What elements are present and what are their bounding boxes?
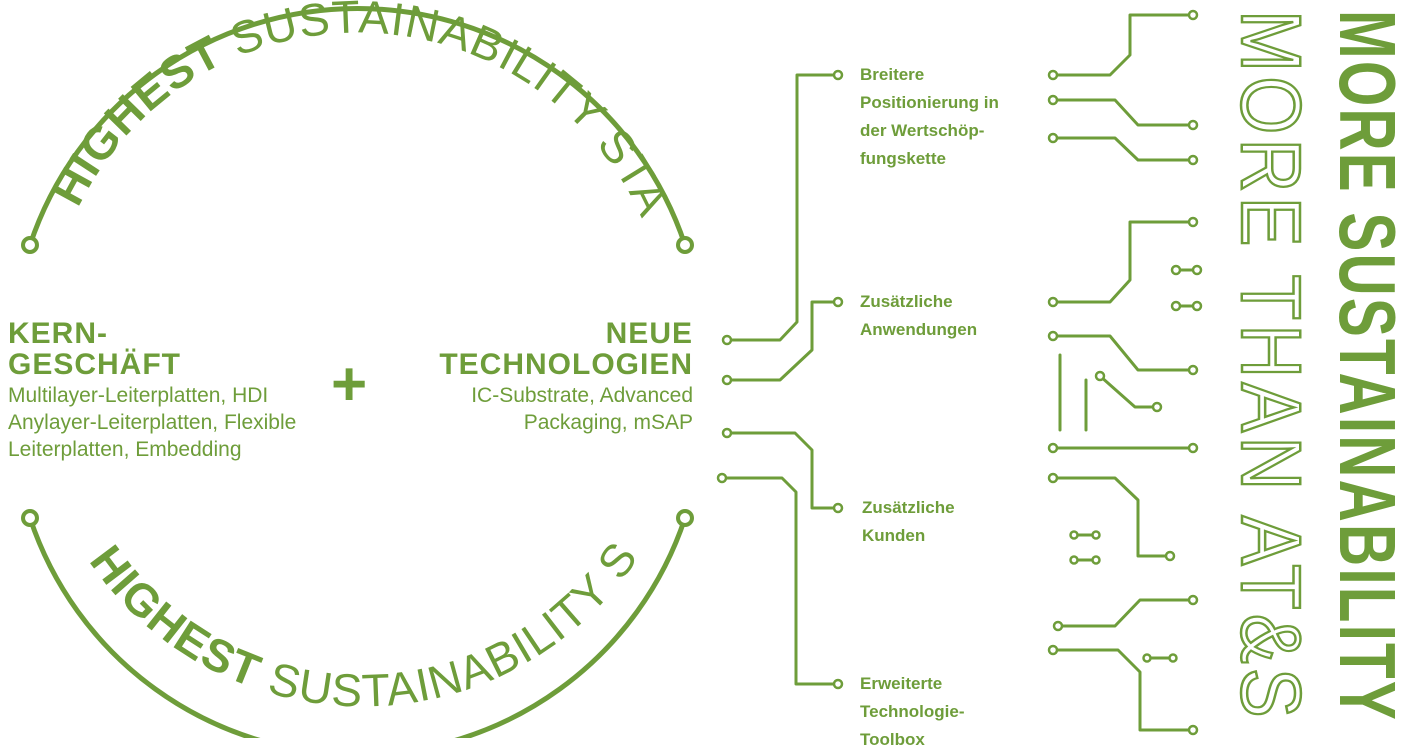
new-technologies-block: NEUE TECHNOLOGIEN IC-Substrate, Advanced… <box>380 318 693 436</box>
connector-node <box>832 296 844 308</box>
connector-node <box>721 334 733 346</box>
connector-node <box>832 678 844 690</box>
bottom-arc-line <box>27 517 688 754</box>
connector-node <box>832 502 844 514</box>
core-business-text-line3: Leiterplatten, Embedding <box>8 438 242 461</box>
core-business-text-line2: Anylayer-Leiterplatten, Flexible <box>8 411 297 434</box>
core-business-heading-line2: GESCHÄFT <box>8 348 181 381</box>
top-arc: HIGHEST SUSTAINABILITY STANDARDS <box>0 0 694 254</box>
bottom-arc-left-node <box>21 509 39 527</box>
top-arc-left-node <box>21 236 39 254</box>
core-business-text-line1: Multilayer-Leiterplatten, HDI <box>8 384 269 407</box>
branch-label-kunden: Zusätzliche Kunden <box>862 498 955 545</box>
connector-toolbox <box>720 476 840 686</box>
vertical-solid-title: MORE SUSTAINABILITY <box>1323 10 1412 722</box>
connector-breitere <box>725 73 840 342</box>
plus-icon: + <box>331 350 367 419</box>
vertical-outline-title: MORE THAN AT&S <box>1224 10 1318 722</box>
connector-anwendungen <box>725 300 840 382</box>
new-technologies-text-line1: IC-Substrate, Advanced <box>471 384 693 407</box>
connector-node <box>721 427 733 439</box>
new-technologies-text-line2: Packaging, mSAP <box>523 411 693 434</box>
bottom-arc-right-node <box>676 509 694 527</box>
connector-node <box>832 69 844 81</box>
top-arc-right-node <box>676 236 694 254</box>
branch-label-breitere: Breitere Positionierung in der Wertschöp… <box>860 65 999 168</box>
branch-label-anwendungen: Zusätzliche Anwendungen <box>860 292 978 339</box>
top-arc-line <box>27 5 688 246</box>
connector-node <box>716 472 728 484</box>
top-arc-label: HIGHEST SUSTAINABILITY STANDARDS <box>0 0 680 224</box>
new-technologies-heading-line2: TECHNOLOGIEN <box>439 348 693 381</box>
branch-connectors <box>716 69 844 690</box>
branch-label-toolbox: Erweiterte Technologie- Toolbox <box>860 674 965 749</box>
connector-node <box>721 374 733 386</box>
core-business-heading-line1: KERN- <box>8 317 108 350</box>
core-business-block: KERN- GESCHÄFT Multilayer-Leiterplatten,… <box>8 318 358 463</box>
new-technologies-heading-line1: NEUE <box>605 317 693 350</box>
circuit-traces <box>1047 9 1203 736</box>
connector-kunden <box>725 431 840 510</box>
